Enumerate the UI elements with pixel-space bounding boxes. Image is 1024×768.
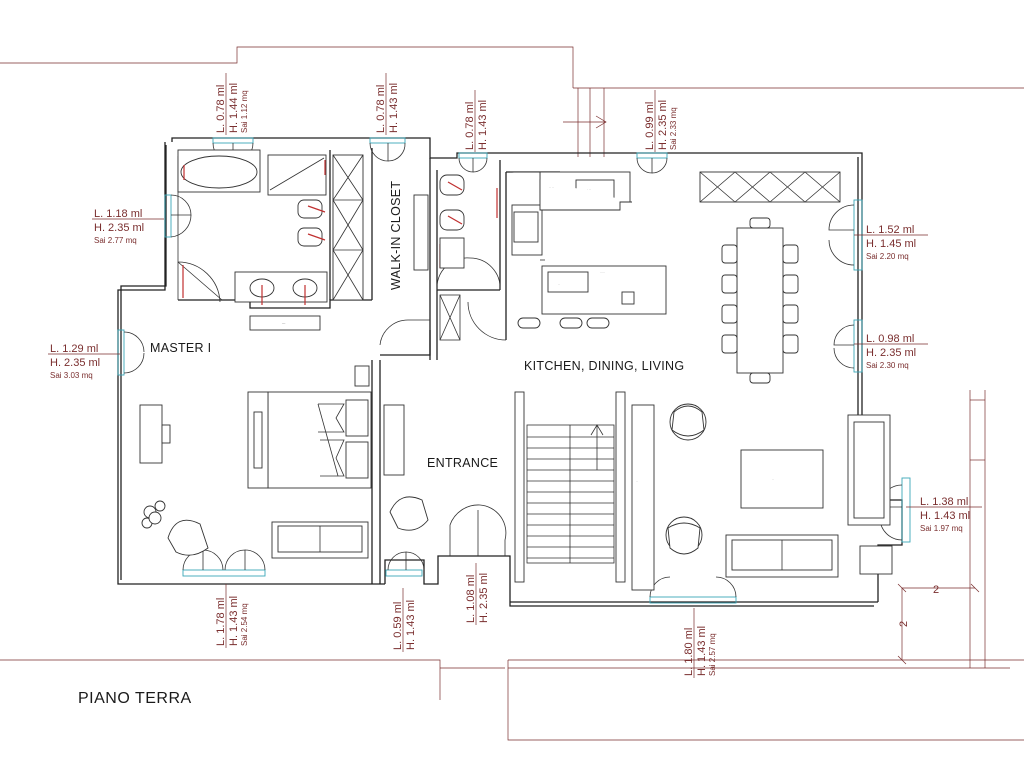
dim-window-wc-top: L. 0.78 ml H. 1.43 ml bbox=[464, 90, 489, 152]
svg-text:L. 1.80 ml: L. 1.80 ml bbox=[683, 628, 695, 676]
dim-window-entrance-bottom: L. 0.59 ml H. 1.43 ml bbox=[392, 588, 417, 652]
svg-text:Sai 1.97 mq: Sai 1.97 mq bbox=[920, 524, 963, 533]
svg-text:Sai 2.57 mq: Sai 2.57 mq bbox=[708, 633, 717, 676]
svg-text:Sai 3.03 mq: Sai 3.03 mq bbox=[50, 371, 93, 380]
bathroom-fixtures bbox=[177, 149, 328, 331]
svg-text:H. 1.43 ml: H. 1.43 ml bbox=[920, 510, 970, 522]
svg-text:H. 1.45 ml: H. 1.45 ml bbox=[866, 238, 916, 250]
svg-text:__: __ bbox=[281, 320, 286, 324]
dim-window-right-3: L. 1.38 ml H. 1.43 ml Sai 1.97 mq bbox=[906, 496, 982, 533]
dim-window-kitchen-top: L. 0.99 ml H. 2.35 ml Sai 2.33 mq bbox=[644, 90, 678, 152]
svg-text:H. 2.35 ml: H. 2.35 ml bbox=[50, 357, 100, 369]
svg-text:· ··: · ·· bbox=[587, 187, 591, 191]
svg-text:H. 1.43 ml: H. 1.43 ml bbox=[388, 83, 400, 133]
room-labels: MASTER I WALK-IN CLOSET KITCHEN, DINING,… bbox=[78, 181, 684, 707]
svg-text:H. 2.35 ml: H. 2.35 ml bbox=[94, 222, 144, 234]
room-label-walkin-closet: WALK-IN CLOSET bbox=[389, 181, 403, 290]
dim-window-master-bottom: L. 1.78 ml H. 1.43 ml Sai 2.54 mq bbox=[215, 584, 249, 648]
svg-text:L. 0.78 ml: L. 0.78 ml bbox=[464, 102, 476, 150]
fixture-annotations: __ ·· ·· · ·· ·· ····· ·· ·· bbox=[281, 185, 774, 483]
room-label-kitchen-dining-living: KITCHEN, DINING, LIVING bbox=[524, 359, 684, 373]
svg-text:L. 1.78 ml: L. 1.78 ml bbox=[215, 598, 227, 646]
svg-text:L. 1.29 ml: L. 1.29 ml bbox=[50, 343, 98, 355]
dim-window-bath-left: L. 1.18 ml H. 2.35 ml Sai 2.77 mq bbox=[92, 208, 164, 245]
room-label-master: MASTER I bbox=[150, 341, 211, 355]
svg-text:H. 1.43 ml: H. 1.43 ml bbox=[477, 100, 489, 150]
svg-text:L. 1.08 ml: L. 1.08 ml bbox=[465, 575, 477, 623]
svg-text:··: ·· bbox=[558, 282, 560, 286]
svg-text:H. 1.43 ml: H. 1.43 ml bbox=[405, 600, 417, 650]
svg-text:Sai 2.20 mq: Sai 2.20 mq bbox=[866, 252, 909, 261]
opening-dimensions: L. 0.78 ml H. 1.44 ml Sai 1.12 mq L. 0.7… bbox=[48, 73, 982, 678]
kitchen-fixtures bbox=[510, 171, 841, 329]
svg-text:L. 0.78 ml: L. 0.78 ml bbox=[375, 85, 387, 133]
svg-text:Sai 2.77 mq: Sai 2.77 mq bbox=[94, 236, 137, 245]
bedroom-furniture bbox=[139, 365, 429, 559]
dim-window-master-left: L. 1.29 ml H. 2.35 ml Sai 3.03 mq bbox=[48, 343, 120, 380]
svg-text:L. 0.99 ml: L. 0.99 ml bbox=[644, 102, 656, 150]
svg-text:L. 0.59 ml: L. 0.59 ml bbox=[392, 602, 404, 650]
svg-text:H. 1.44 ml: H. 1.44 ml bbox=[228, 83, 240, 133]
plan-title: PIANO TERRA bbox=[78, 690, 192, 707]
svg-text:Sai 1.12 mq: Sai 1.12 mq bbox=[240, 90, 249, 133]
dim-window-right-1: L. 1.52 ml H. 1.45 ml Sai 2.20 mq bbox=[854, 224, 928, 261]
dim-door-entrance: L. 1.08 ml H. 2.35 ml bbox=[465, 563, 490, 625]
svg-text:··: ·· bbox=[636, 479, 638, 483]
staircase bbox=[514, 391, 626, 583]
svg-text:·····: ····· bbox=[600, 270, 605, 274]
dim-window-living-bottom: L. 1.80 ml H. 1.43 ml Sai 2.57 mq bbox=[683, 608, 717, 678]
closet-shelving bbox=[332, 154, 429, 301]
svg-text:L. 1.18 ml: L. 1.18 ml bbox=[94, 208, 142, 220]
svg-text:L. 0.78 ml: L. 0.78 ml bbox=[215, 85, 227, 133]
dim-window-bath-top: L. 0.78 ml H. 1.44 ml Sai 1.12 mq bbox=[215, 73, 249, 135]
site-dimensions: 2 2 bbox=[897, 583, 980, 665]
svg-text:H. 1.43 ml: H. 1.43 ml bbox=[228, 596, 240, 646]
svg-text:L. 0.98 ml: L. 0.98 ml bbox=[866, 333, 914, 345]
living-furniture bbox=[631, 403, 893, 591]
svg-text:H. 2.35 ml: H. 2.35 ml bbox=[866, 347, 916, 359]
svg-text:L. 1.38 ml: L. 1.38 ml bbox=[920, 496, 968, 508]
site-dim-vertical: 2 bbox=[898, 621, 910, 627]
site-outline bbox=[0, 46, 1024, 741]
svg-text:·· ··: ·· ·· bbox=[549, 185, 554, 189]
wc-fixtures bbox=[439, 174, 465, 269]
svg-text:H. 1.43 ml: H. 1.43 ml bbox=[696, 626, 708, 676]
room-label-entrance: ENTRANCE bbox=[427, 456, 498, 470]
svg-text:Sai 2.54 mq: Sai 2.54 mq bbox=[240, 603, 249, 646]
site-dim-horizontal: 2 bbox=[933, 584, 939, 596]
svg-text:H. 2.35 ml: H. 2.35 ml bbox=[478, 573, 490, 623]
svg-text:H. 2.35 ml: H. 2.35 ml bbox=[657, 100, 669, 150]
svg-text:Sai 2.30 mq: Sai 2.30 mq bbox=[866, 361, 909, 370]
dim-window-right-2: L. 0.98 ml H. 2.35 ml Sai 2.30 mq bbox=[854, 333, 928, 370]
dining-table bbox=[721, 217, 799, 384]
svg-text:··: ·· bbox=[772, 477, 774, 481]
dim-window-closet-top: L. 0.78 ml H. 1.43 ml bbox=[375, 73, 400, 135]
svg-text:L. 1.52 ml: L. 1.52 ml bbox=[866, 224, 914, 236]
svg-text:Sai 2.33 mq: Sai 2.33 mq bbox=[669, 107, 678, 150]
